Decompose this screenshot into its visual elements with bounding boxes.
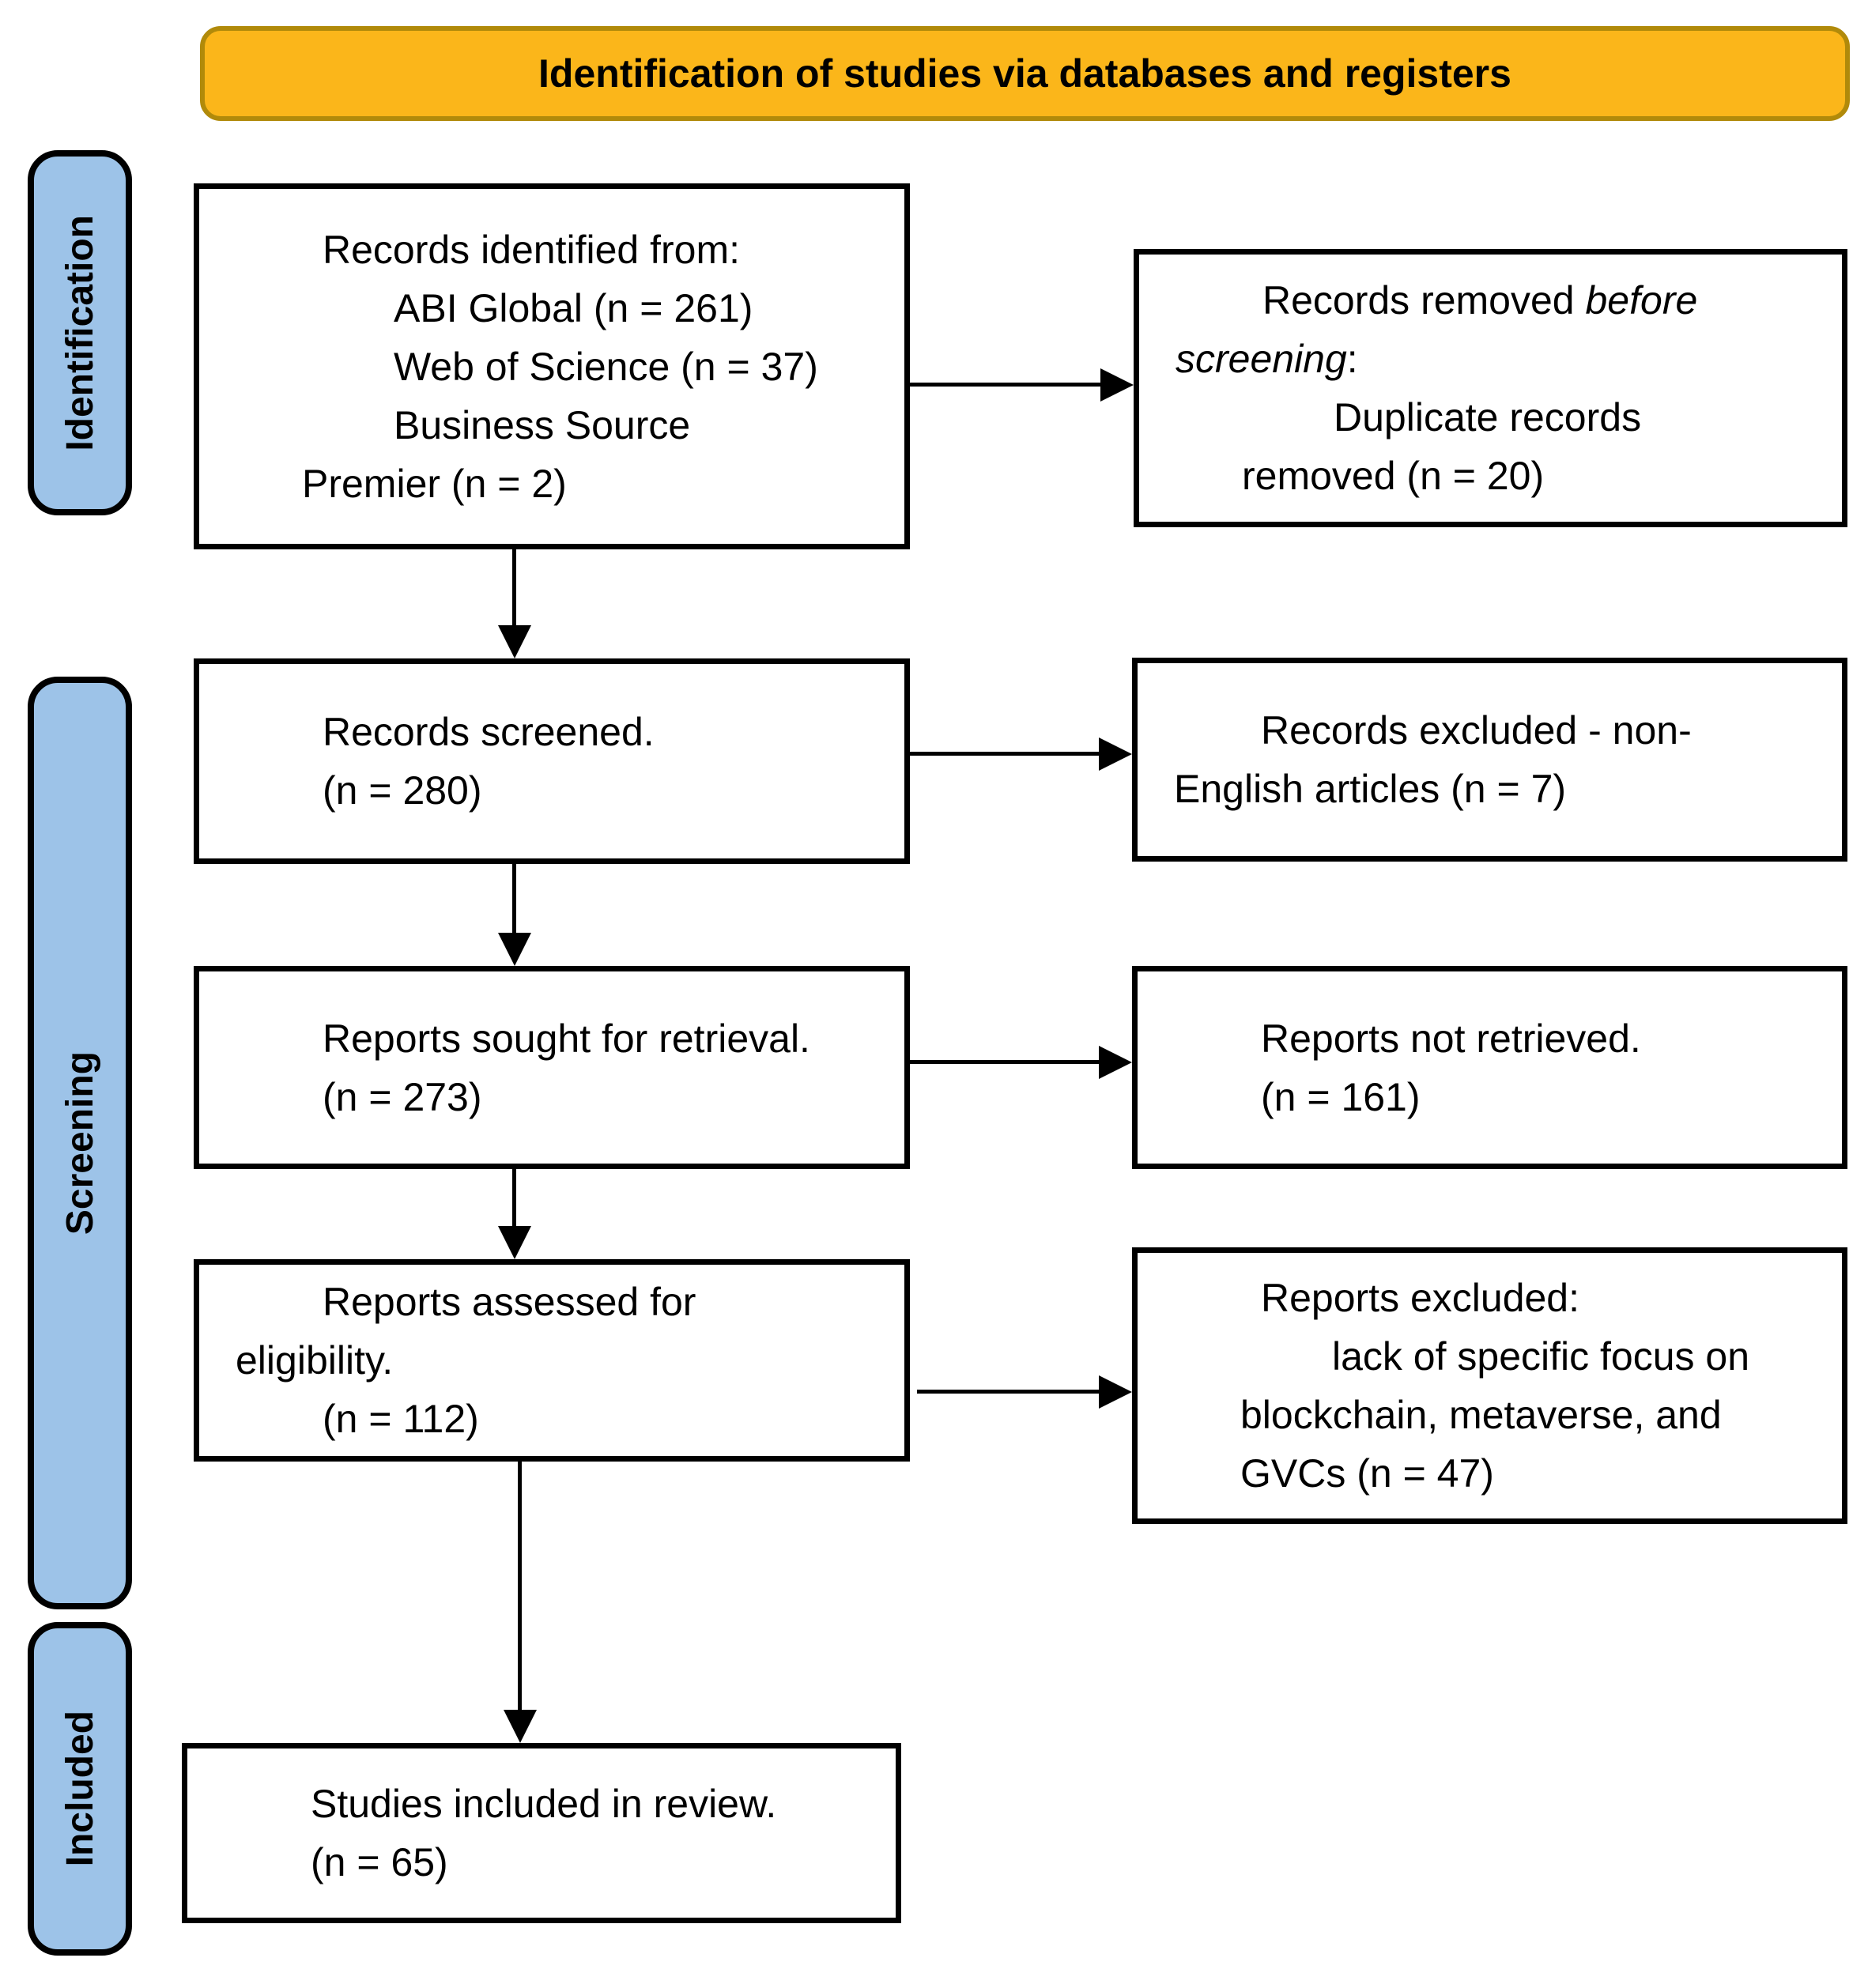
arrow-screened-to-sought: [512, 864, 516, 933]
stage-label-screening: Screening: [58, 1051, 101, 1235]
arrow-identified-to-screened: [512, 549, 516, 625]
arrow-sought-to-assessed: [512, 1169, 516, 1226]
box-text-line: eligibility.: [236, 1338, 394, 1383]
box-text-line: screening:: [1176, 337, 1358, 381]
arrow-assessed-to-included: [518, 1462, 522, 1710]
stage-bar-included: Included: [28, 1622, 132, 1956]
diagram-title-banner: Identification of studies via databases …: [200, 26, 1850, 121]
box-reports-assessed: Reports assessed for eligibility. (n = 112…: [194, 1259, 910, 1462]
box-text-line: (n = 280): [323, 768, 482, 813]
box-text-line: Reports excluded:: [1261, 1276, 1580, 1320]
arrow-sought-to-not-retrieved: [910, 1060, 1099, 1064]
box-text-line: Web of Science (n = 37): [394, 344, 818, 389]
diagram-title: Identification of studies via databases …: [538, 51, 1511, 96]
box-records-identified: Records identified from: ABI Global (n = …: [194, 183, 910, 549]
box-text-line: Reports sought for retrieval.: [323, 1016, 810, 1061]
box-reports-sought: Reports sought for retrieval. (n = 273): [194, 966, 910, 1169]
box-text-line: ABI Global (n = 261): [394, 285, 753, 330]
box-text-line: Records identified from:: [323, 227, 741, 272]
box-text-line: English articles (n = 7): [1174, 767, 1567, 811]
box-text-line: Studies included in review.: [311, 1782, 777, 1826]
box-reports-not-retrieved: Reports not retrieved. (n = 161): [1132, 966, 1847, 1169]
box-text-line: Records excluded - non-: [1261, 708, 1692, 753]
box-text-line: Records screened.: [323, 710, 655, 754]
box-text-line: (n = 161): [1261, 1074, 1421, 1119]
box-text-line: GVCs (n = 47): [1240, 1451, 1494, 1496]
box-text-line: (n = 65): [311, 1840, 448, 1884]
box-studies-included: Studies included in review. (n = 65): [182, 1743, 901, 1923]
arrow-screened-to-excluded: [910, 752, 1099, 756]
box-records-excluded: Records excluded - non- English articles …: [1132, 658, 1847, 862]
stage-label-included: Included: [58, 1711, 101, 1867]
stage-bar-screening: Screening: [28, 677, 132, 1609]
box-records-screened: Records screened. (n = 280): [194, 658, 910, 864]
box-text-line: Business Source: [394, 402, 691, 447]
box-text-line: lack of specific focus on: [1332, 1334, 1750, 1379]
box-text-line: Reports assessed for: [323, 1280, 696, 1324]
box-records-removed: Records removed before screening: Duplicat…: [1134, 249, 1847, 527]
stage-label-identification: Identification: [58, 214, 101, 451]
arrow-assessed-to-reports-excluded: [917, 1390, 1099, 1394]
box-text-line: Premier (n = 2): [302, 461, 567, 506]
box-text-line: blockchain, metaverse, and: [1240, 1393, 1722, 1437]
box-text-line: removed (n = 20): [1242, 454, 1545, 498]
arrow-identified-to-removed: [910, 383, 1100, 387]
box-text-line: Reports not retrieved.: [1261, 1016, 1641, 1061]
box-text-line: Records removed before: [1262, 278, 1698, 323]
box-text-line: (n = 112): [323, 1397, 479, 1441]
box-reports-excluded: Reports excluded: lack of specific focus …: [1132, 1247, 1847, 1524]
box-text-line: Duplicate records: [1334, 395, 1642, 439]
stage-bar-identification: Identification: [28, 150, 132, 515]
box-text-line: (n = 273): [323, 1074, 482, 1119]
